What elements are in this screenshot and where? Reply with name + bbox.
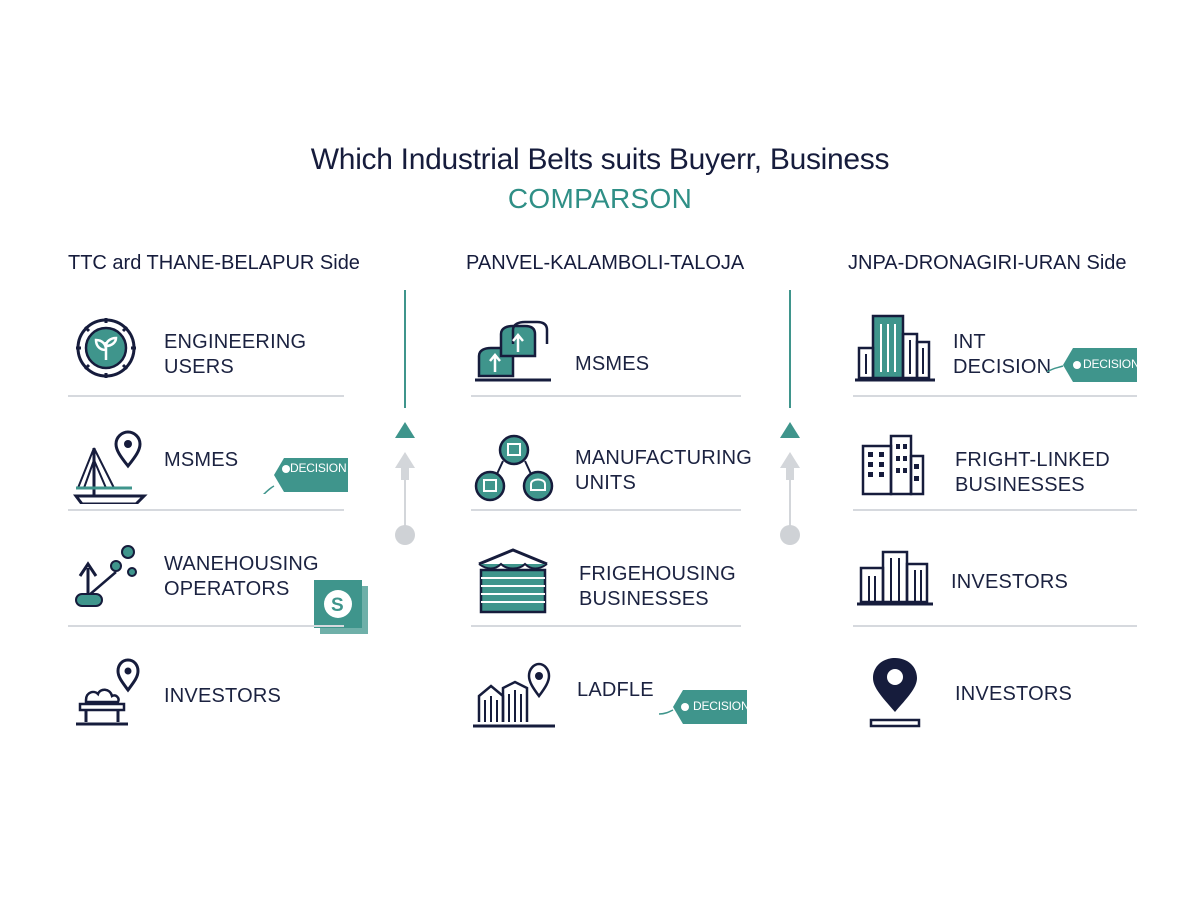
row-label: MANUFACTURING UNITS [575,447,753,494]
row-label: FRIGEHOUSING BUSINESSES [579,563,736,610]
divider-up-arrow-icon [780,422,800,438]
decision-tag: DECISION [659,688,751,726]
column-header-thane-belapur: TTC ard THANE-BELAPUR Side [68,252,360,274]
row-divider [853,509,1137,511]
decision-tag-text: DECISION [1083,357,1140,371]
list-item: ENGINEERING USERS [68,300,348,420]
office-building-icon [859,432,939,512]
decision-tag-text: DECISION [290,461,347,475]
row-label: WANEHOUSING OPERATORS [164,553,319,600]
row-divider [68,625,344,627]
location-pin-icon [863,654,943,734]
list-item: INT DECISION DECISION [853,300,1143,420]
list-item: MANUFACTURING UNITS [471,420,761,540]
tower-icon [855,312,935,392]
list-item: FRIGHT-LINKED BUSINESSES [853,420,1143,540]
list-item: MSMES DECISION [68,420,348,540]
column-header-panvel-taloja: PANVEL-KALAMBOLI-TALOJA [466,252,745,274]
buildings-pin-icon [473,660,555,740]
gear-leaf-icon [74,316,154,396]
decision-tag: DECISION [260,456,352,494]
circles-cluster-icon [473,428,554,508]
row-divider [471,509,741,511]
page-title: Which Industrial Belts suits Buyerr, Bus… [310,143,890,176]
list-item: MSMES [471,300,743,420]
list-item: WANEHOUSING OPERATORS S [68,540,368,660]
row-divider [853,625,1137,627]
column-divider-left [385,290,425,550]
city-outline-icon [855,546,935,626]
bridge-pin-icon [72,428,152,508]
row-divider [68,509,344,511]
row-label: LADFLE [577,679,654,701]
warehouse-icon [475,546,555,626]
page-subtitle: COMPARSON [507,183,693,214]
row-divider [471,625,741,627]
bench-pin-icon [72,654,152,734]
row-label: INT DECISION [953,331,1052,378]
row-label: MSMES [164,449,239,471]
row-label: INVESTORS [164,685,282,707]
dollar-badge-icon: S [314,580,370,636]
divider-grey-arrow-icon [395,452,415,480]
divider-up-arrow-icon [395,422,415,438]
list-item: INVESTORS [68,650,348,770]
row-divider [68,395,344,397]
row-label: INVESTORS [951,571,1069,593]
row-label: FRIGHT-LINKED BUSINESSES [955,449,1110,496]
decision-tag: DECISION [1047,346,1140,384]
growth-arrow-icon [72,542,152,622]
divider-dot-icon [780,525,800,545]
row-label: ENGINEERING USERS [164,331,307,378]
list-item: INVESTORS [853,540,1143,660]
column-divider-right [770,290,810,550]
divider-dot-icon [395,525,415,545]
decision-tag-text: DECISION [693,699,750,713]
list-item: INVESTORS [853,650,1143,770]
list-item: LADFLE DECISION [471,650,761,770]
svg-text:S: S [331,595,344,616]
column-header-jnpa-uran: JNPA-DRONAGIRI-URAN Side [848,252,1127,274]
stacked-boxes-icon [473,312,553,392]
row-divider [853,395,1137,397]
row-divider [471,395,741,397]
row-label: MSMES [575,353,650,375]
list-item: FRIGEHOUSING BUSINESSES [471,540,761,660]
row-label: INVESTORS [955,683,1073,705]
divider-grey-arrow-icon [780,452,800,480]
